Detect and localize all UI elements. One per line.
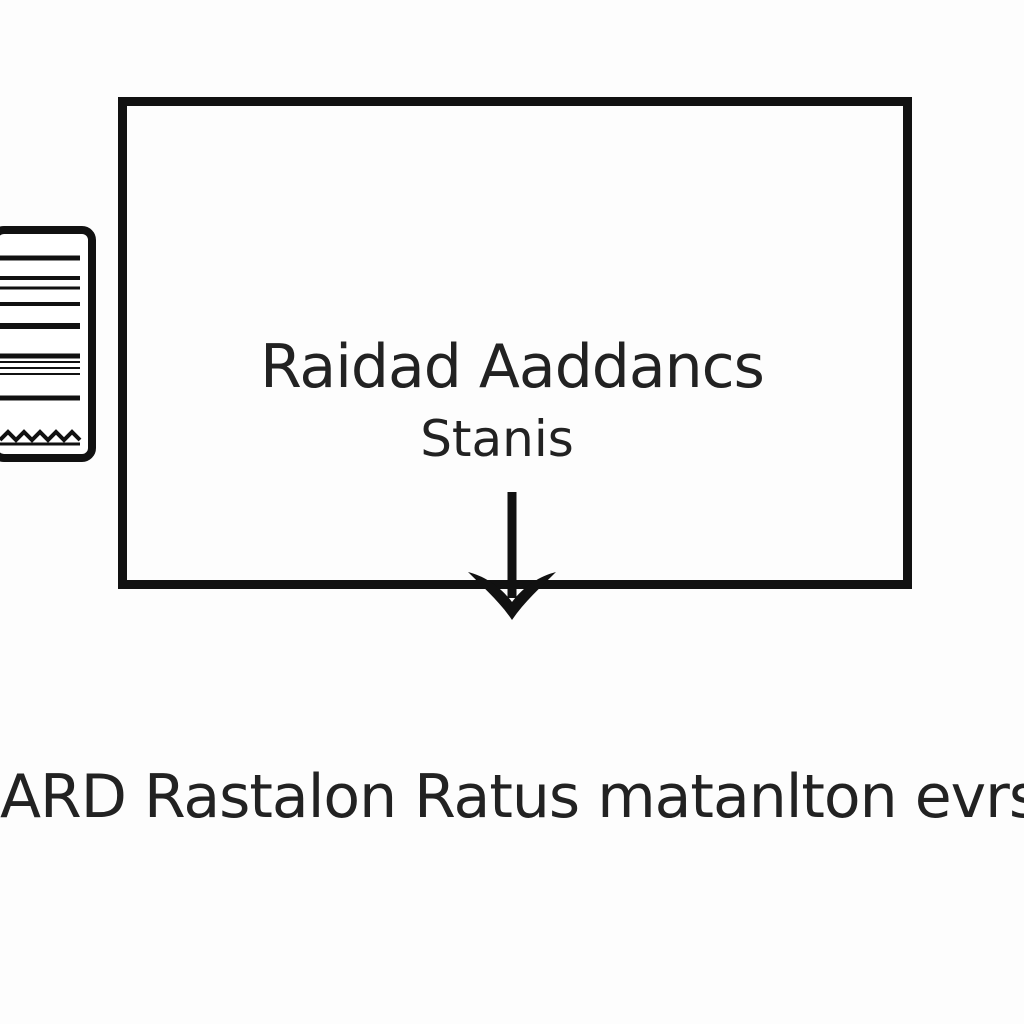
box-title: Raidad Aaddancs [260, 332, 765, 402]
arrow-down-icon [468, 492, 556, 620]
box-subtitle: Stanis [420, 410, 574, 468]
bottom-caption: ARD Rastalon Ratus matanlton evrset [0, 762, 1024, 832]
server-rack-icon [0, 226, 96, 462]
